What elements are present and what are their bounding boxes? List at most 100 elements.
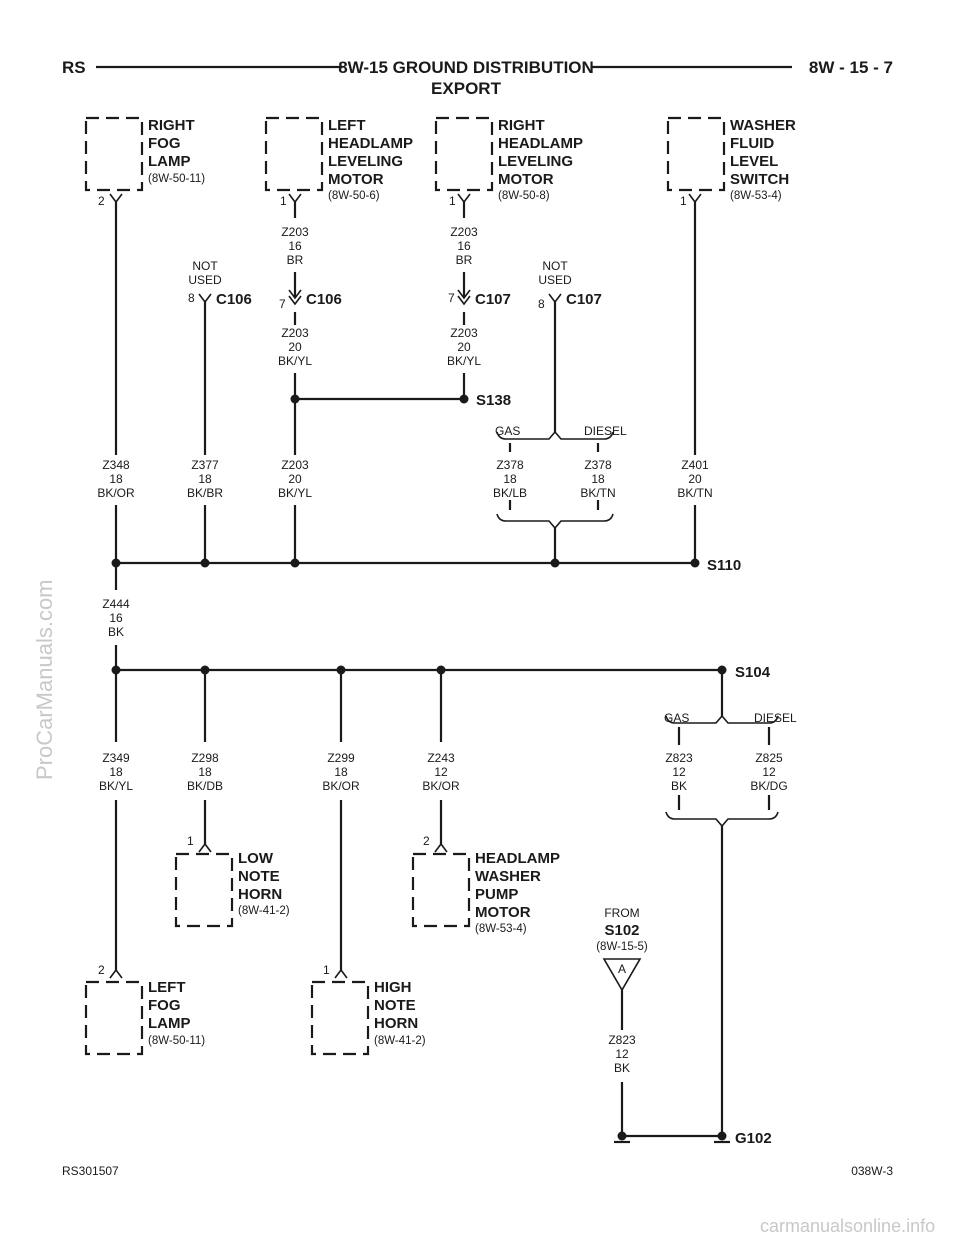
splice-s138: S138 (290, 392, 511, 409)
wire-id: Z823 (665, 751, 693, 765)
wire-id: Z378 (496, 458, 524, 472)
page-header: RS 8W-15 GROUND DISTRIBUTION EXPORT 8W -… (62, 58, 893, 98)
connector-label: C106 (216, 291, 252, 308)
wire-color: BK/YL (99, 779, 133, 793)
female-terminal-icon (288, 295, 302, 306)
wire-color: BK/OR (97, 486, 135, 500)
wire-label-z348: Z348 18 BK/OR (97, 458, 135, 500)
component-left-headlamp-leveling-motor: LEFT HEADLAMP LEVELING MOTOR (8W-50-6) 1 (264, 116, 413, 208)
component-label: PUMP (475, 886, 518, 903)
component-label: LOW (238, 850, 274, 867)
wire-gauge: 18 (503, 472, 517, 486)
component-label: WASHER (475, 868, 541, 885)
wire-color: BK (108, 625, 124, 639)
component-box (174, 852, 234, 928)
wire-id: Z444 (102, 597, 130, 611)
component-box (84, 116, 144, 192)
female-terminal-icon (198, 293, 212, 304)
female-terminal-icon (548, 293, 562, 304)
component-washer-fluid-level-switch: WASHER FLUID LEVEL SWITCH (8W-53-4) 1 (666, 116, 796, 208)
female-terminal-icon (457, 193, 471, 204)
splice-node (617, 1131, 627, 1141)
female-terminal-icon (109, 193, 123, 204)
wire-gauge: 12 (672, 765, 686, 779)
wire-gauge: 16 (109, 611, 123, 625)
wire-color: BK/TN (580, 486, 615, 500)
pin-number: 1 (187, 834, 194, 848)
component-ref: (8W-50-11) (148, 1035, 205, 1047)
from-ref: (8W-15-5) (596, 941, 648, 953)
male-terminal-icon (457, 289, 471, 300)
wire-label-z298: Z298 18 BK/DB (187, 751, 223, 793)
wire-gauge: 18 (198, 472, 212, 486)
wire-label-z823-from: Z823 12 BK (608, 1033, 636, 1075)
splice-label: S110 (707, 557, 741, 574)
header-left: RS (62, 58, 86, 77)
not-used-label: USED (538, 273, 572, 287)
wire-label-z825-diesel: Z825 12 BK/DG (750, 751, 787, 793)
male-terminal-icon (288, 289, 302, 300)
male-terminal-icon (198, 842, 212, 853)
wire-color: BK/YL (278, 354, 312, 368)
component-box (84, 980, 144, 1056)
splice-s110: S110 (111, 557, 741, 574)
male-terminal-icon (109, 968, 123, 979)
footer-code-right: 038W-3 (851, 1164, 893, 1178)
male-terminal-icon (434, 842, 448, 853)
wire-label-z243: Z243 12 BK/OR (422, 751, 460, 793)
component-ref: (8W-41-2) (238, 905, 290, 917)
component-label: LEFT (328, 117, 366, 134)
component-label: HEADLAMP (498, 135, 583, 152)
wire-id: Z823 (608, 1033, 636, 1047)
wire-color: BK/YL (447, 354, 481, 368)
wire-label-z203-low: Z203 20 BK/YL (278, 458, 312, 500)
component-label: RIGHT (148, 117, 195, 134)
watermark-bottom: carmanualsonline.info (760, 1216, 935, 1236)
wire-color: BK/DB (187, 779, 223, 793)
pin-number: 1 (323, 963, 330, 977)
component-ref: (8W-41-2) (374, 1035, 426, 1047)
component-label: RIGHT (498, 117, 545, 134)
wire-color: BK/DG (750, 779, 787, 793)
wire-label-z203-left-top: Z203 16 BR (281, 225, 309, 267)
pin-number: 7 (279, 297, 286, 311)
pin-number: 2 (98, 194, 105, 208)
wire-color: BK (614, 1061, 630, 1075)
component-label: HEADLAMP (328, 135, 413, 152)
wire-id: Z377 (191, 458, 219, 472)
page-subtitle: EXPORT (431, 79, 502, 98)
wire-label-z349: Z349 18 BK/YL (99, 751, 133, 793)
component-box (411, 852, 471, 928)
component-ref: (8W-50-8) (498, 190, 550, 202)
pin-number: 1 (449, 194, 456, 208)
wire-color: BK/BR (187, 486, 223, 500)
wire-color: BR (287, 253, 304, 267)
splice-node (459, 394, 469, 404)
wire-gauge: 20 (457, 340, 471, 354)
from-reference-s102: FROM S102 (8W-15-5) A (596, 906, 648, 992)
component-high-note-horn: 1 HIGH NOTE HORN (8W-41-2) (310, 963, 426, 1056)
wire-color: BK/OR (322, 779, 360, 793)
option-label-gas: GAS (495, 424, 520, 438)
ground-label: G102 (735, 1130, 772, 1147)
pin-number: 2 (423, 834, 430, 848)
pin-letter: A (618, 962, 626, 976)
pin-number: 1 (680, 194, 687, 208)
splice-node (717, 1131, 727, 1141)
component-label: MOTOR (475, 904, 531, 921)
connector-label: C106 (306, 291, 342, 308)
wire-id: Z378 (584, 458, 612, 472)
wire-gauge: 20 (288, 472, 302, 486)
not-used-label: NOT (542, 259, 568, 273)
component-label: NOTE (238, 868, 280, 885)
wire-gauge: 18 (198, 765, 212, 779)
option-brace-icon (496, 430, 614, 440)
wire-id: Z203 (450, 326, 478, 340)
component-label: HEADLAMP (475, 850, 560, 867)
splice-label: S104 (735, 664, 771, 681)
header-right: 8W - 15 - 7 (809, 58, 893, 77)
page-title: 8W-15 GROUND DISTRIBUTION (338, 58, 594, 77)
wire-id: Z243 (427, 751, 455, 765)
pin-number: 2 (98, 963, 105, 977)
option-brace-icon (496, 513, 614, 530)
